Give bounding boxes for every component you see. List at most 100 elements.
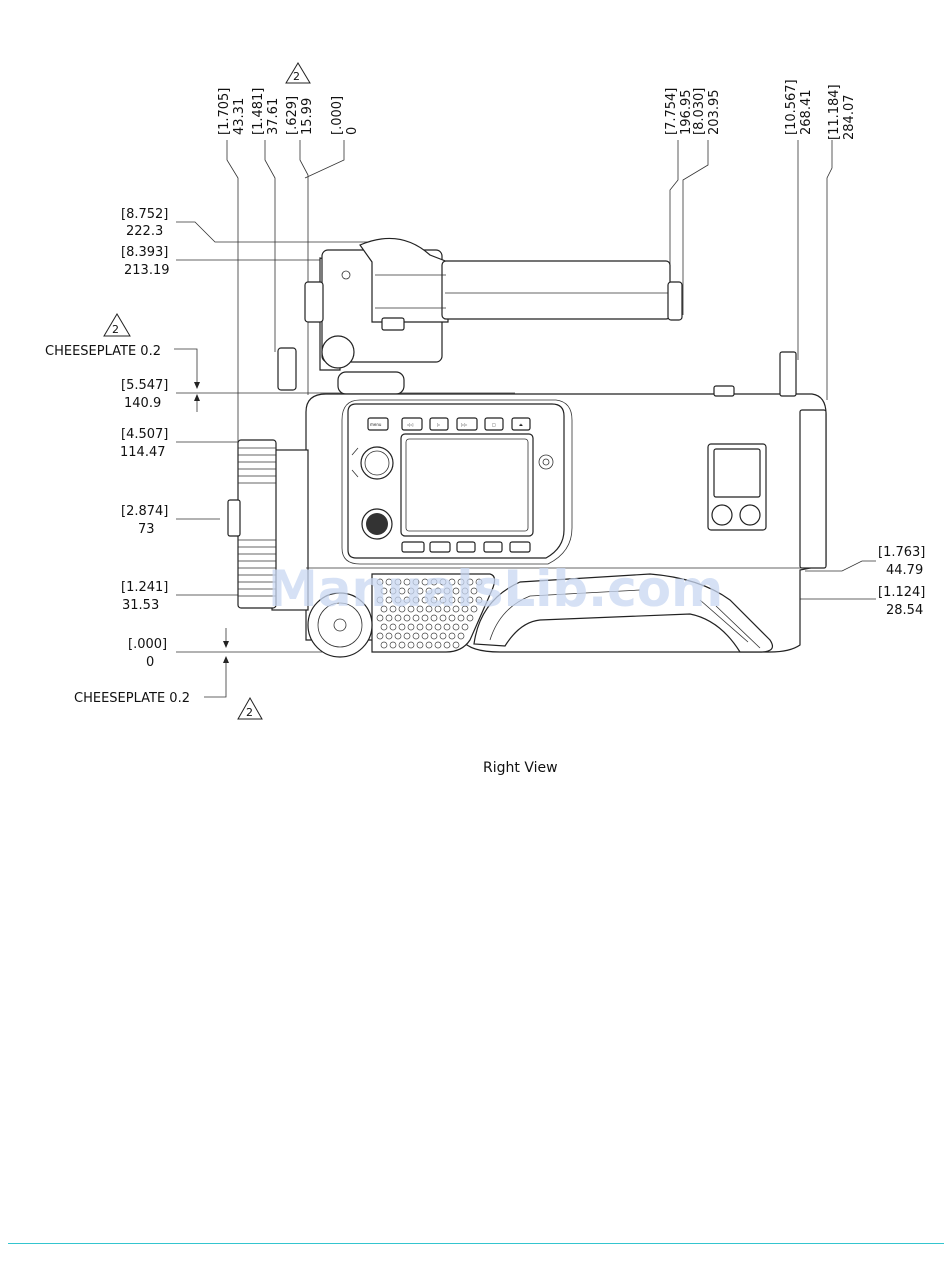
grille-hole: [416, 623, 424, 631]
top-dimension-1481: [1.481] 37.61: [251, 88, 281, 135]
grille-hole: [416, 587, 424, 595]
grille-hole: [398, 605, 406, 613]
dim-inch: [1.124]: [878, 585, 925, 600]
right-dimension-1763: [1.763] 44.79: [805, 545, 925, 578]
grille-hole: [466, 596, 474, 604]
grille-hole: [434, 623, 442, 631]
grille-hole: [389, 605, 397, 613]
grille-hole: [403, 632, 411, 640]
dim-mm: 196.95: [679, 90, 694, 136]
grille-hole: [421, 632, 429, 640]
grille-hole: [407, 641, 415, 649]
grille-hole: [412, 596, 420, 604]
grille-hole: [394, 614, 402, 622]
grille-hole: [376, 596, 384, 604]
cheeseplate-label-bottom: CHEESEPLATE 0.2: [74, 691, 190, 706]
focus-ring: [227, 439, 309, 611]
grille-hole: [425, 605, 433, 613]
grille-hole: [407, 605, 415, 613]
menu-button-label: menu: [370, 422, 382, 427]
control-panel: menu ◁◁ ▷ ▷▷ □ ⏏: [341, 399, 573, 565]
grille-hole: [416, 641, 424, 649]
grille-hole: [380, 587, 388, 595]
left-dimension-1241: [1.241] 31.53: [121, 580, 238, 613]
grille-hole: [461, 587, 469, 595]
grille-hole: [443, 641, 451, 649]
top-dimension-000: [.000] 0: [330, 96, 360, 135]
dim-inch: [1.705]: [217, 88, 232, 135]
revision-number: 2: [112, 323, 119, 336]
grille-hole: [376, 632, 384, 640]
side-monitor-block: [707, 443, 767, 531]
revision-triangle-top: 2: [285, 62, 311, 84]
top-dimension-8030: [8.030] 203.95: [692, 88, 722, 135]
eject-button: [511, 417, 531, 431]
grille-hole: [425, 587, 433, 595]
grille-hole: [412, 578, 420, 586]
left-dimension-4507: [4.507] 114.47: [120, 427, 238, 460]
dim-inch: [1.763]: [878, 545, 925, 560]
top-dimension-10567: [10.567] 268.41: [784, 79, 814, 135]
view-caption: Right View: [483, 760, 558, 776]
top-dimension-11184: [11.184] 284.07: [827, 84, 857, 140]
dim-mm: 44.79: [886, 563, 923, 578]
dim-mm: 213.19: [124, 263, 170, 278]
grille-hole: [394, 632, 402, 640]
dim-inch: [4.507]: [121, 427, 168, 442]
left-dimension-000: [.000] 0: [128, 637, 340, 670]
dim-inch: [5.547]: [121, 378, 168, 393]
grille-hole: [457, 596, 465, 604]
dim-mm: 222.3: [126, 224, 163, 239]
forward-button: [456, 417, 478, 431]
grille-hole: [412, 632, 420, 640]
grille-hole: [466, 578, 474, 586]
dim-inch: [8.030]: [692, 88, 707, 135]
grille-hole: [466, 614, 474, 622]
rosette-knob: [307, 592, 373, 658]
grille-hole: [448, 578, 456, 586]
grille-hole: [448, 632, 456, 640]
grille-hole: [398, 623, 406, 631]
dim-mm: 0: [345, 127, 360, 135]
grille-hole: [452, 641, 460, 649]
grille-hole: [457, 614, 465, 622]
dim-mm: 284.07: [842, 95, 857, 141]
top-dimension-1705: [1.705] 43.31: [217, 88, 247, 135]
grille-hole: [439, 578, 447, 586]
grille-hole: [385, 596, 393, 604]
grille-hole: [398, 641, 406, 649]
left-dimension-5547: [5.547] 140.9: [121, 378, 515, 411]
grille-hole: [412, 614, 420, 622]
dim-mm: 15.99: [300, 98, 315, 135]
dim-inch: [1.241]: [121, 580, 168, 595]
dim-inch: [.000]: [330, 96, 345, 135]
grille-hole: [380, 641, 388, 649]
grille-hole: [394, 596, 402, 604]
grille-hole: [443, 587, 451, 595]
grille-hole: [385, 614, 393, 622]
manualslib-watermark: ManualsLib.com: [268, 560, 723, 618]
dim-inch: [1.481]: [251, 88, 266, 135]
grille-hole: [403, 596, 411, 604]
dim-mm: 73: [138, 522, 155, 537]
grille-hole: [425, 623, 433, 631]
grille-hole: [457, 632, 465, 640]
grille-hole: [403, 614, 411, 622]
grille-hole: [398, 587, 406, 595]
dim-inch: [7.754]: [664, 88, 679, 135]
grille-hole: [461, 605, 469, 613]
grille-hole: [457, 578, 465, 586]
dim-inch: [.629]: [285, 96, 300, 135]
dim-mm: 28.54: [886, 603, 923, 618]
dim-inch: [2.874]: [121, 504, 168, 519]
dim-mm: 37.61: [266, 98, 281, 135]
grille-hole: [452, 587, 460, 595]
grille-hole: [380, 605, 388, 613]
grille-hole: [421, 596, 429, 604]
grille-hole: [470, 605, 478, 613]
grille-hole: [439, 632, 447, 640]
grille-hole: [470, 587, 478, 595]
dim-mm: 140.9: [124, 396, 161, 411]
grille-hole: [434, 587, 442, 595]
